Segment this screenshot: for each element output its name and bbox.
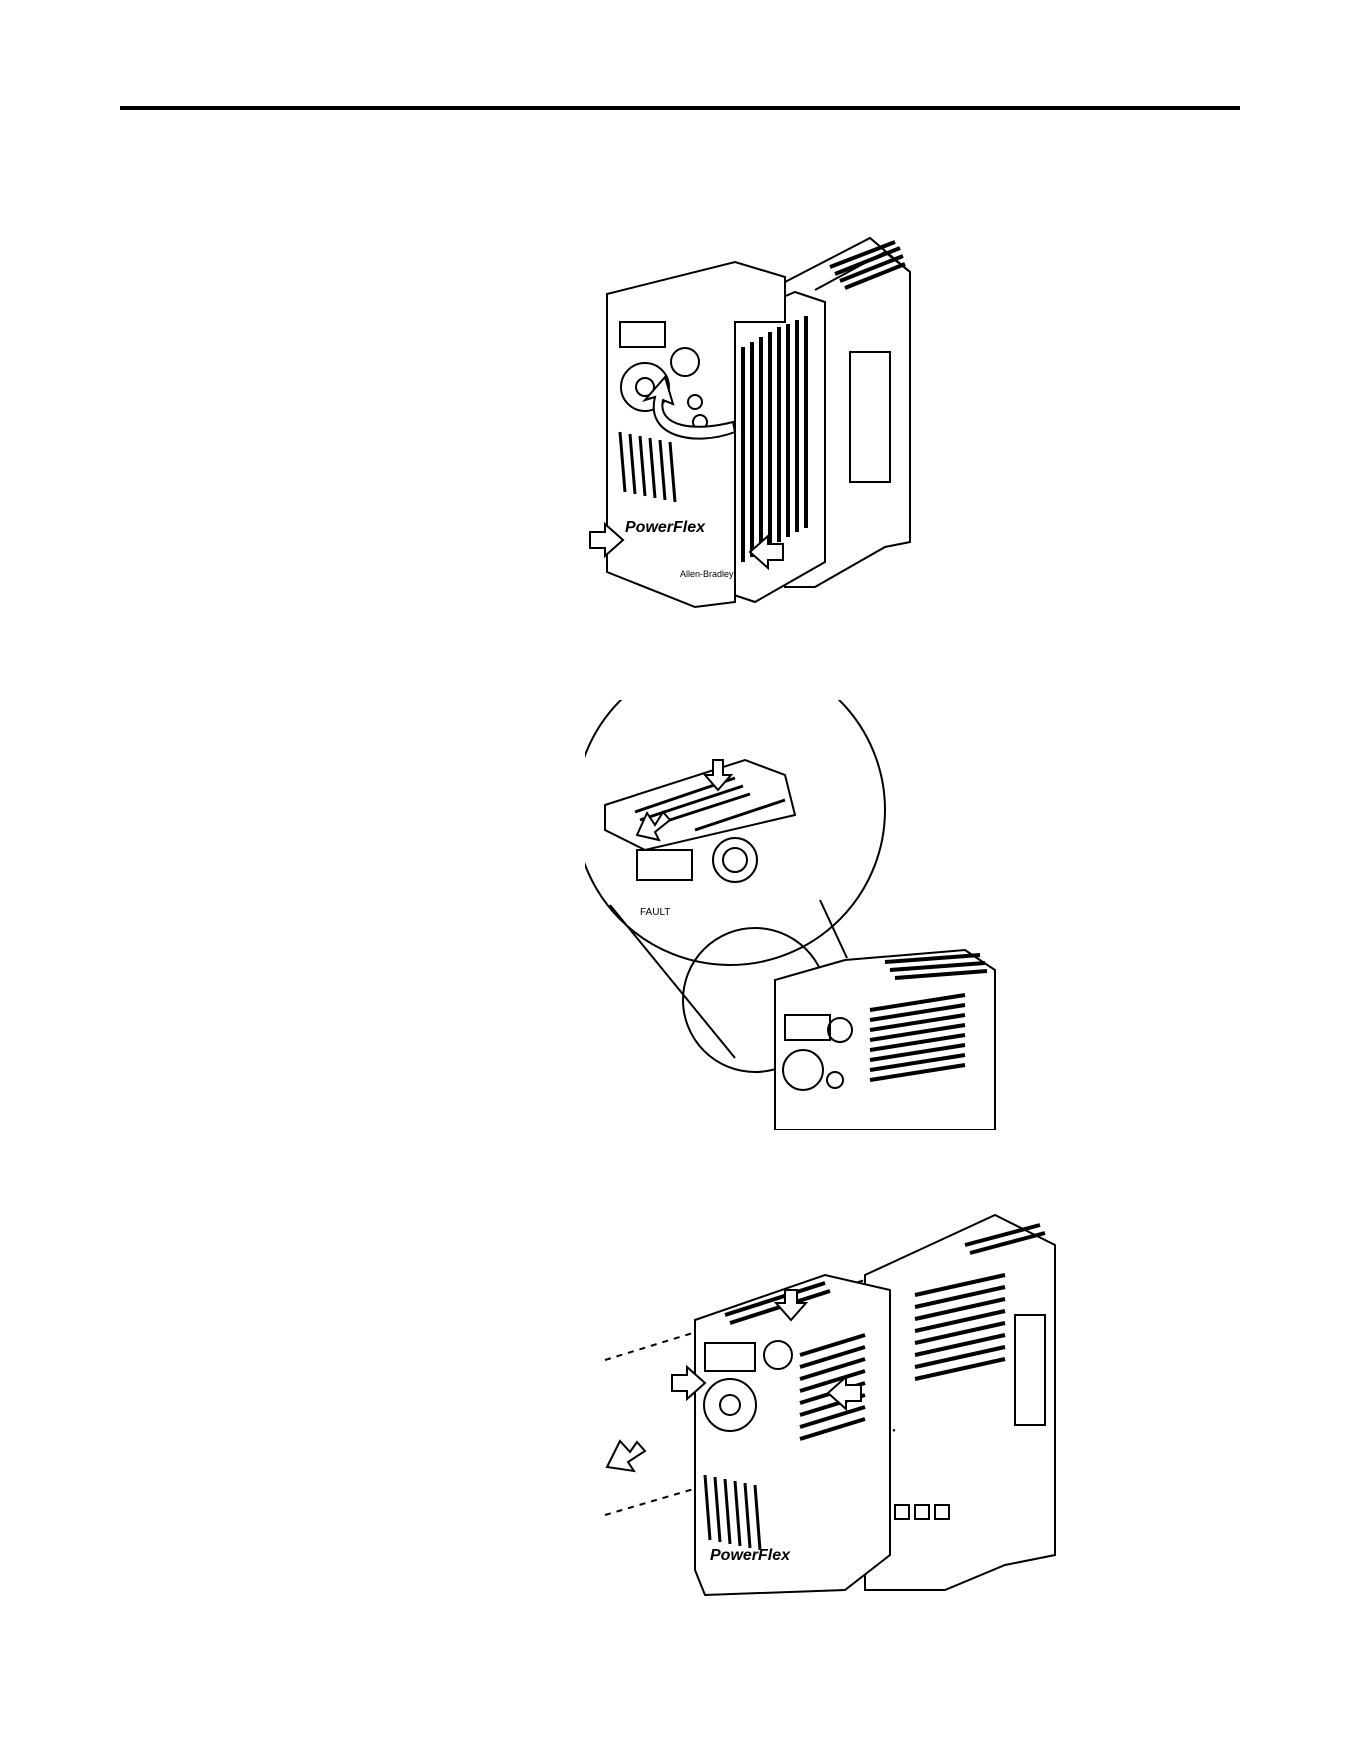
header-rule xyxy=(120,106,1240,110)
maker-text: Allen-Bradley xyxy=(680,569,734,579)
svg-text:PowerFlex: PowerFlex xyxy=(625,519,706,536)
brand-power-text: Power xyxy=(625,519,674,536)
brand-flex-text: Flex xyxy=(758,1547,791,1564)
figure-remove-front-cover: PowerFlex xyxy=(585,1205,1125,1605)
svg-text:PowerFlex: PowerFlex xyxy=(710,1547,791,1564)
brand-power-text: Power xyxy=(710,1547,759,1564)
brand-flex-text: Flex xyxy=(673,519,706,536)
figure-drive-squeeze-tabs: PowerFlex Allen-Bradley xyxy=(585,232,915,612)
fault-label: FAULT xyxy=(640,907,670,918)
pull-arrow-icon xyxy=(607,1441,645,1471)
figure-top-latch-detail: FAULT xyxy=(585,700,1055,1130)
